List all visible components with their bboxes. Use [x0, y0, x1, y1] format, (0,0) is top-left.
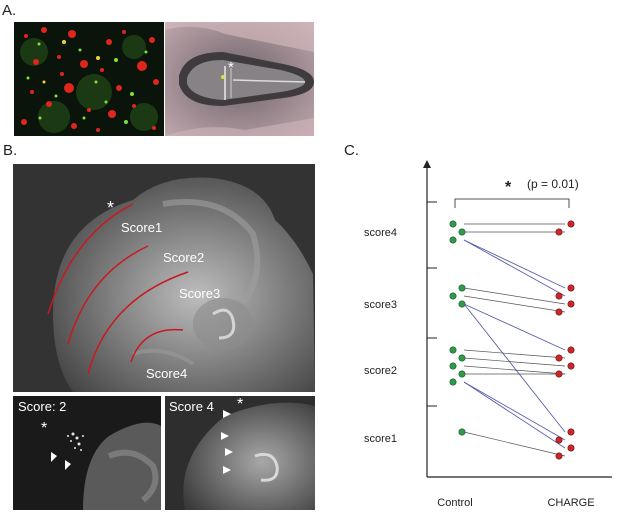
significance-pvalue: (p = 0.01): [527, 177, 579, 191]
panel-a-label: A.: [2, 2, 17, 19]
panel-b-label: B.: [3, 142, 18, 159]
inset-score-2-label: Score: 2: [18, 399, 67, 414]
charge-point: [555, 292, 563, 300]
control-point: [449, 362, 457, 370]
control-point: [449, 292, 457, 300]
fluorescence-spots: [14, 22, 164, 136]
control-point: [449, 220, 457, 228]
score3-label: Score3: [179, 286, 221, 301]
embryo-brightfield-image: *: [165, 22, 314, 136]
charge-point: [567, 300, 575, 308]
control-point: [458, 370, 466, 378]
x-tick-label: CHARGE: [547, 497, 594, 509]
score1-label: Score1: [121, 220, 163, 235]
y-tick-label: score1: [364, 433, 397, 445]
inset-score-4-image: Score 4 *: [165, 396, 315, 510]
inset-score-4-drawing: [165, 396, 315, 510]
control-point: [458, 284, 466, 292]
y-axis-arrow: [423, 160, 431, 168]
pair-connector-line: [463, 349, 566, 359]
charge-point: [555, 308, 563, 316]
control-point: [458, 300, 466, 308]
pair-connector-line: [463, 381, 566, 441]
score-arcs: [47, 203, 189, 375]
significance-marker: *: [505, 179, 512, 196]
pair-connector-line: [463, 365, 566, 375]
control-point: [458, 228, 466, 236]
control-point: [458, 428, 466, 436]
charge-point: [567, 284, 575, 292]
asterisk-marker: *: [237, 396, 244, 413]
pair-connector-line: [463, 303, 566, 351]
pair-connector-line: [463, 431, 566, 457]
fluorescence-micrograph: [14, 22, 164, 136]
charge-point: [555, 452, 563, 460]
asterisk-marker: *: [41, 420, 48, 437]
charge-point: [555, 370, 563, 378]
significance-bracket: [454, 198, 570, 208]
charge-point: [567, 428, 575, 436]
pair-connector-line: [463, 287, 566, 305]
charge-point: [567, 362, 575, 370]
inset-score-2-drawing: [13, 396, 161, 510]
y-tick-label: score3: [364, 299, 397, 311]
inset-score-2-image: Score: 2 *: [13, 396, 161, 510]
x-tick-label: Control: [437, 497, 472, 509]
control-point: [458, 354, 466, 362]
pair-connector-line: [463, 357, 566, 367]
panel-c-label: C.: [344, 142, 359, 159]
y-tick-label: score2: [364, 365, 397, 377]
inset-score-4-label: Score 4: [169, 399, 214, 414]
embryo-brightfield-drawing: *: [165, 22, 314, 136]
pair-connector-line: [463, 303, 566, 433]
control-point: [449, 378, 457, 386]
score2-label: Score2: [163, 250, 205, 265]
pair-connector-line: [463, 295, 566, 313]
charge-point: [555, 228, 563, 236]
charge-point: [567, 346, 575, 354]
charge-point: [567, 444, 575, 452]
charge-point: [555, 436, 563, 444]
control-point: [449, 346, 457, 354]
control-point: [449, 236, 457, 244]
pair-connector-line: [463, 239, 566, 289]
embryo-main-image: * Score1 Score2 Score3 Score4: [13, 164, 315, 392]
asterisk-marker: *: [107, 198, 115, 218]
asterisk-marker: *: [228, 59, 234, 76]
y-tick-label: score4: [364, 227, 397, 239]
charge-point: [555, 354, 563, 362]
score4-label: Score4: [146, 366, 188, 381]
pair-connector-line: [463, 381, 566, 449]
embryo-main-drawing: [13, 164, 315, 392]
pair-connector-line: [463, 239, 566, 297]
charge-point: [567, 220, 575, 228]
